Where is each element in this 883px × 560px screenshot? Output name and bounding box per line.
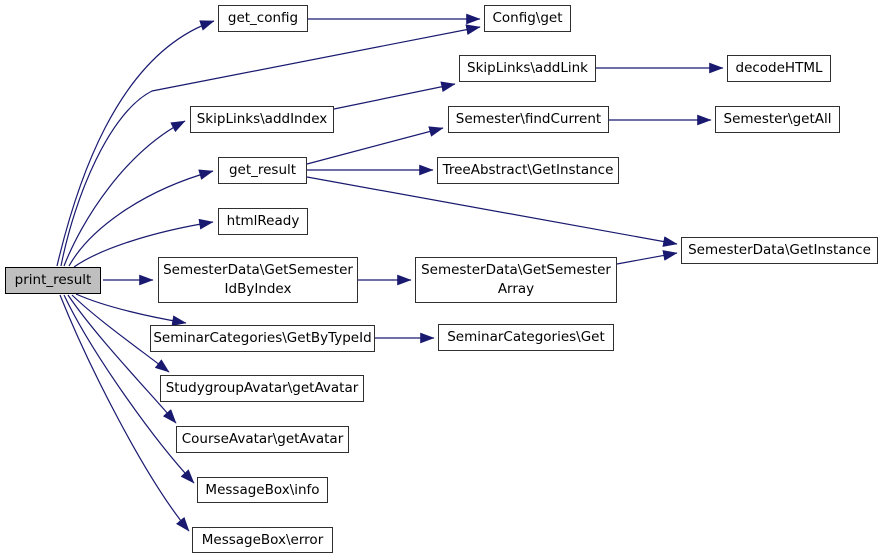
edge-print_result-messagebox_error bbox=[59, 294, 190, 532]
edge-print_result-get_config bbox=[56, 20, 215, 267]
node-studygroupavatar_getavatar[interactable]: StudygroupAvatar\getAvatar bbox=[160, 375, 364, 402]
edge-print_result-studygroupavatar_getavatar bbox=[71, 294, 170, 373]
node-skiplinks_addindex[interactable]: SkipLinks\addIndex bbox=[190, 106, 334, 133]
node-decodehtml[interactable]: decodeHTML bbox=[727, 55, 831, 82]
edge-print_result-courseavatar_getavatar bbox=[67, 294, 177, 424]
node-messagebox_error[interactable]: MessageBox\error bbox=[192, 527, 333, 553]
edge-get_result-semesterdata_getinstance bbox=[306, 176, 678, 247]
edge-print_result-config_get bbox=[60, 24, 481, 267]
node-semesterdata_getsemesteridbyindex[interactable]: SemesterData\GetSemester IdByIndex bbox=[158, 257, 358, 303]
node-semester_getall[interactable]: Semester\getAll bbox=[715, 106, 840, 133]
node-skiplinks_addlink[interactable]: SkipLinks\addLink bbox=[459, 55, 596, 82]
node-seminarcategories_getbytypeid[interactable]: SeminarCategories\GetByTypeId bbox=[150, 325, 375, 352]
node-print_result: print_result bbox=[5, 267, 101, 294]
edge-print_result-get_result bbox=[68, 169, 214, 267]
edge-print_result-messagebox_info bbox=[63, 294, 195, 484]
node-config_get[interactable]: Config\get bbox=[484, 5, 571, 32]
node-treeabstract_getinstance[interactable]: TreeAbstract\GetInstance bbox=[437, 157, 619, 184]
node-get_result[interactable]: get_result bbox=[218, 157, 307, 184]
node-messagebox_info[interactable]: MessageBox\info bbox=[197, 477, 328, 503]
edge-semesterdata_getsemesterarray-semesterdata_getinstance bbox=[616, 250, 678, 265]
node-courseavatar_getavatar[interactable]: CourseAvatar\getAvatar bbox=[176, 426, 349, 453]
node-get_config[interactable]: get_config bbox=[218, 5, 308, 32]
edge-get_result-semester_findcurrent bbox=[306, 126, 444, 165]
edge-print_result-skiplinks_addindex bbox=[63, 120, 186, 267]
node-htmlready[interactable]: htmlReady bbox=[218, 208, 308, 235]
node-seminarcategories_get[interactable]: SeminarCategories\Get bbox=[438, 324, 614, 351]
node-semesterdata_getinstance[interactable]: SemesterData\GetInstance bbox=[681, 237, 878, 264]
node-semester_findcurrent[interactable]: Semester\findCurrent bbox=[448, 106, 609, 133]
node-semesterdata_getsemesterarray[interactable]: SemesterData\GetSemester Array bbox=[415, 257, 617, 303]
edge-print_result-seminarcategories_getbytypeid bbox=[75, 293, 187, 327]
edge-skiplinks_addindex-skiplinks_addlink bbox=[333, 81, 456, 110]
edge-print_result-htmlready bbox=[73, 218, 214, 268]
